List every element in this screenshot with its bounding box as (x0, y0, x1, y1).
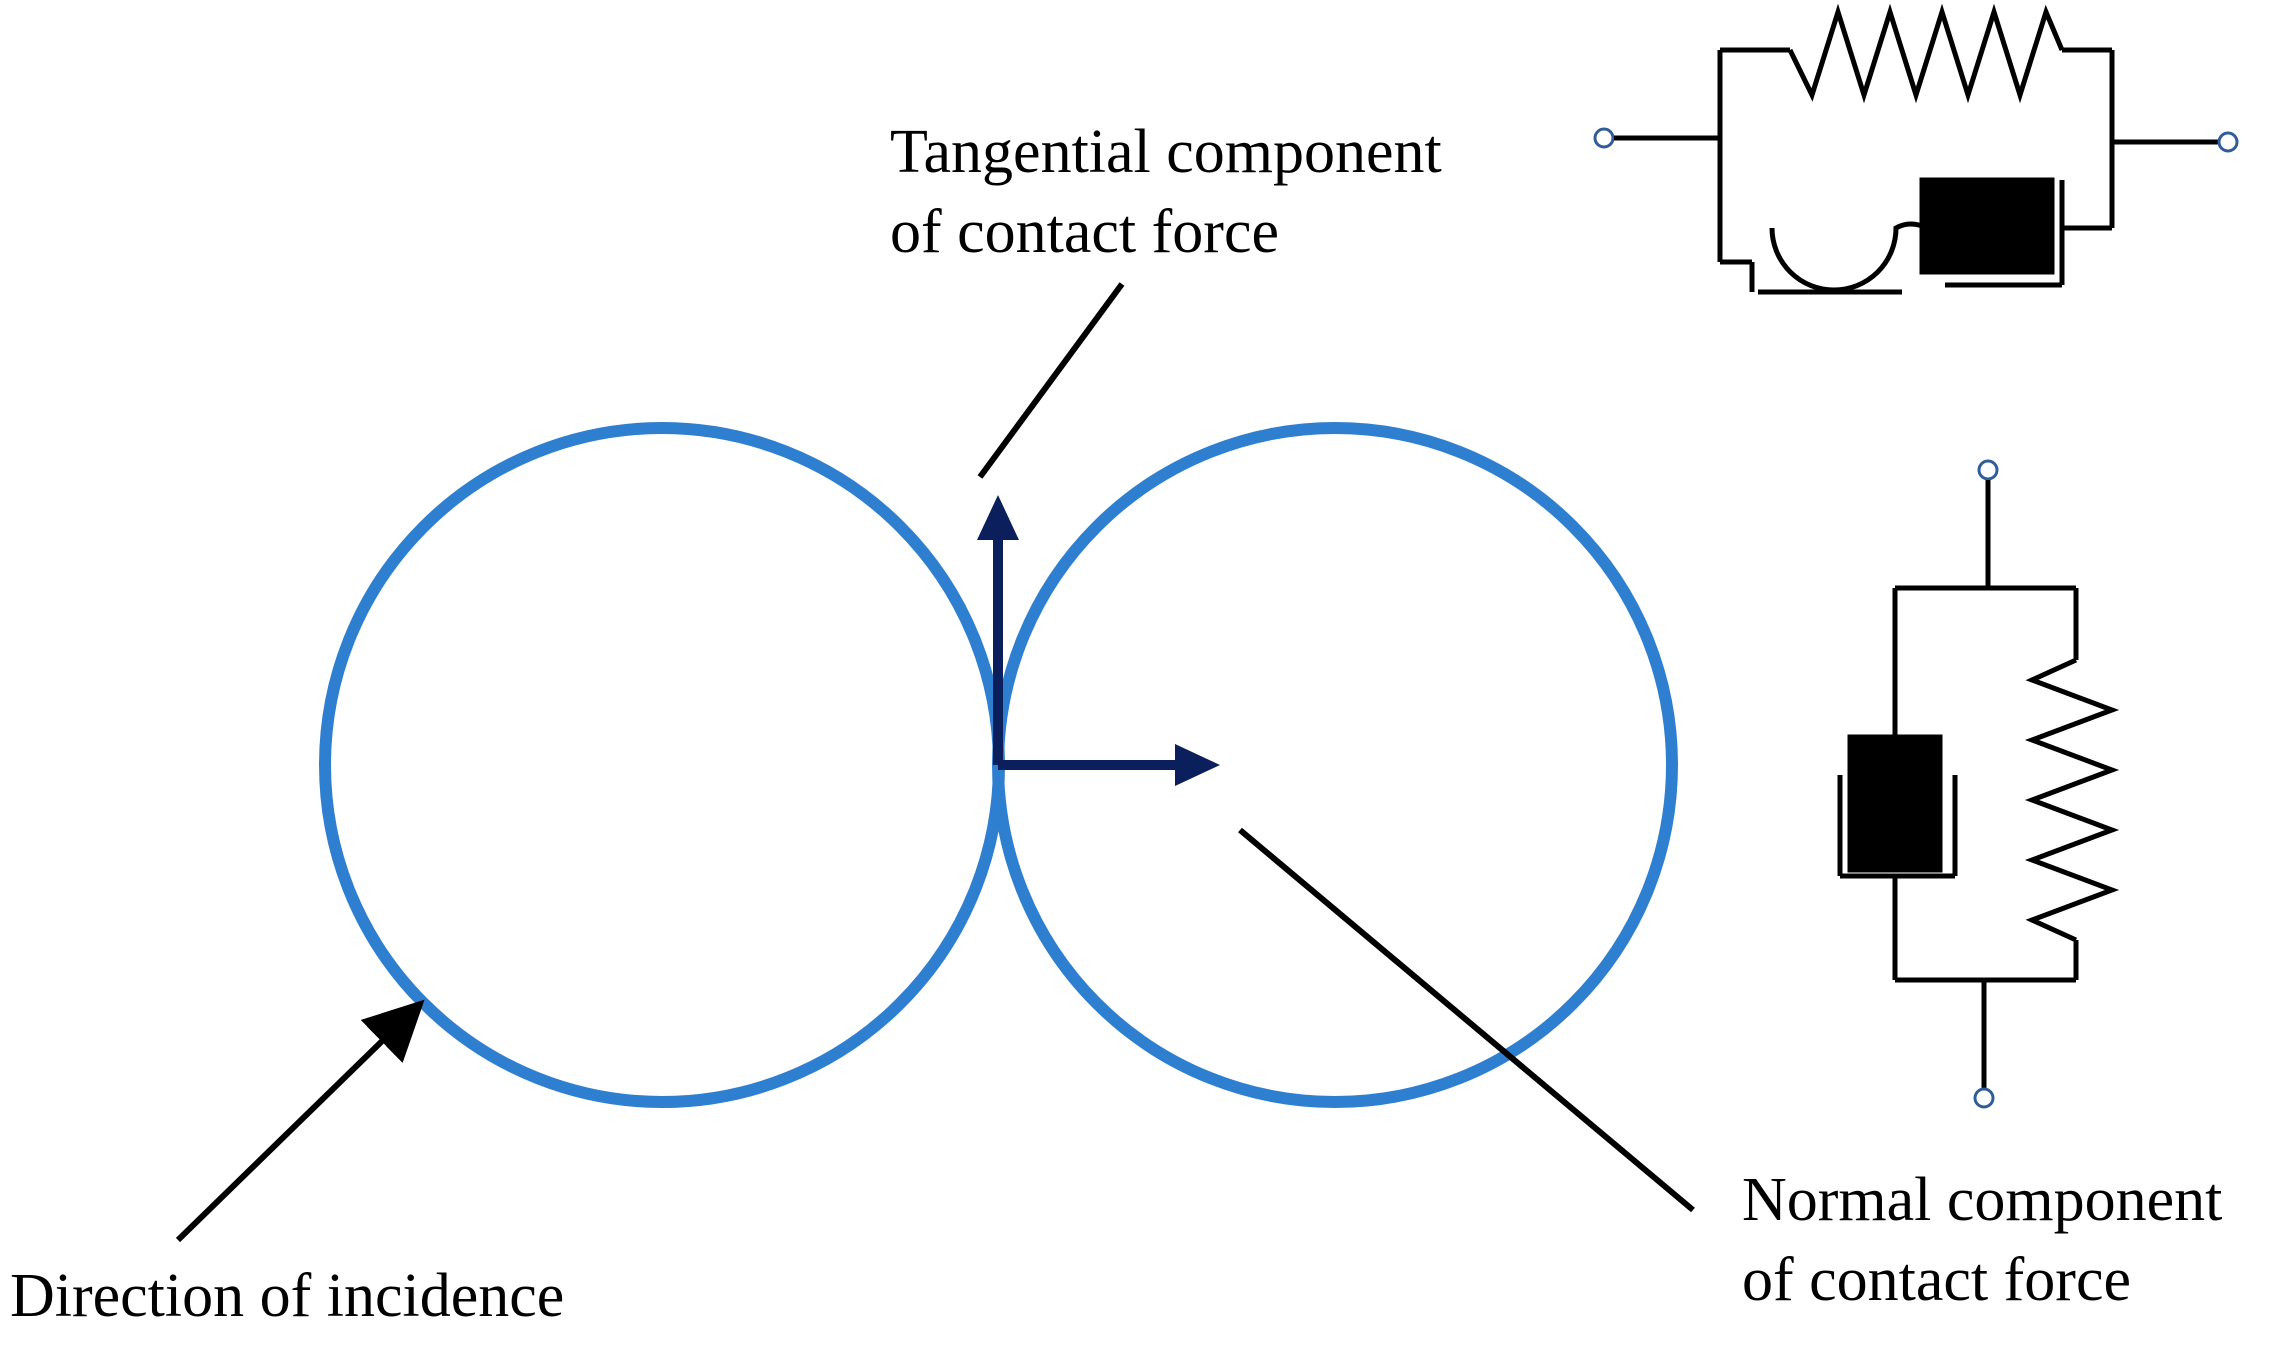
normal-leader-line (1238, 827, 1695, 1213)
terminal-top (1977, 459, 1999, 481)
spring (2024, 657, 2120, 943)
left-particle (319, 422, 1005, 1108)
normal-force-arrow (998, 744, 1220, 786)
tangential-leader-line (977, 282, 1125, 479)
tangential-label-line1: Tangential component (890, 118, 1442, 186)
normal-label-line2: of contact force (1742, 1246, 2131, 1314)
terminal-left (1593, 127, 1615, 149)
friction-slider (1769, 221, 1928, 293)
dashpot (1919, 177, 2055, 275)
tangential-label-line2: of contact force (890, 198, 1279, 266)
spring (1787, 3, 2065, 104)
dashpot (1847, 734, 1943, 873)
terminal-bottom (1973, 1087, 1995, 1109)
tangential-contact-model (1593, 3, 2239, 295)
normal-contact-model (1837, 459, 2120, 1109)
direction-of-incidence-label: Direction of incidence (10, 1262, 565, 1330)
terminal-right (2217, 131, 2239, 153)
tangential-force-arrow (977, 495, 1019, 765)
incidence-arrow (175, 999, 425, 1243)
tangential-component-label: Tangential component of contact force (890, 112, 1442, 272)
normal-component-label: Normal component of contact force (1742, 1160, 2222, 1320)
normal-label-line1: Normal component (1742, 1166, 2223, 1234)
